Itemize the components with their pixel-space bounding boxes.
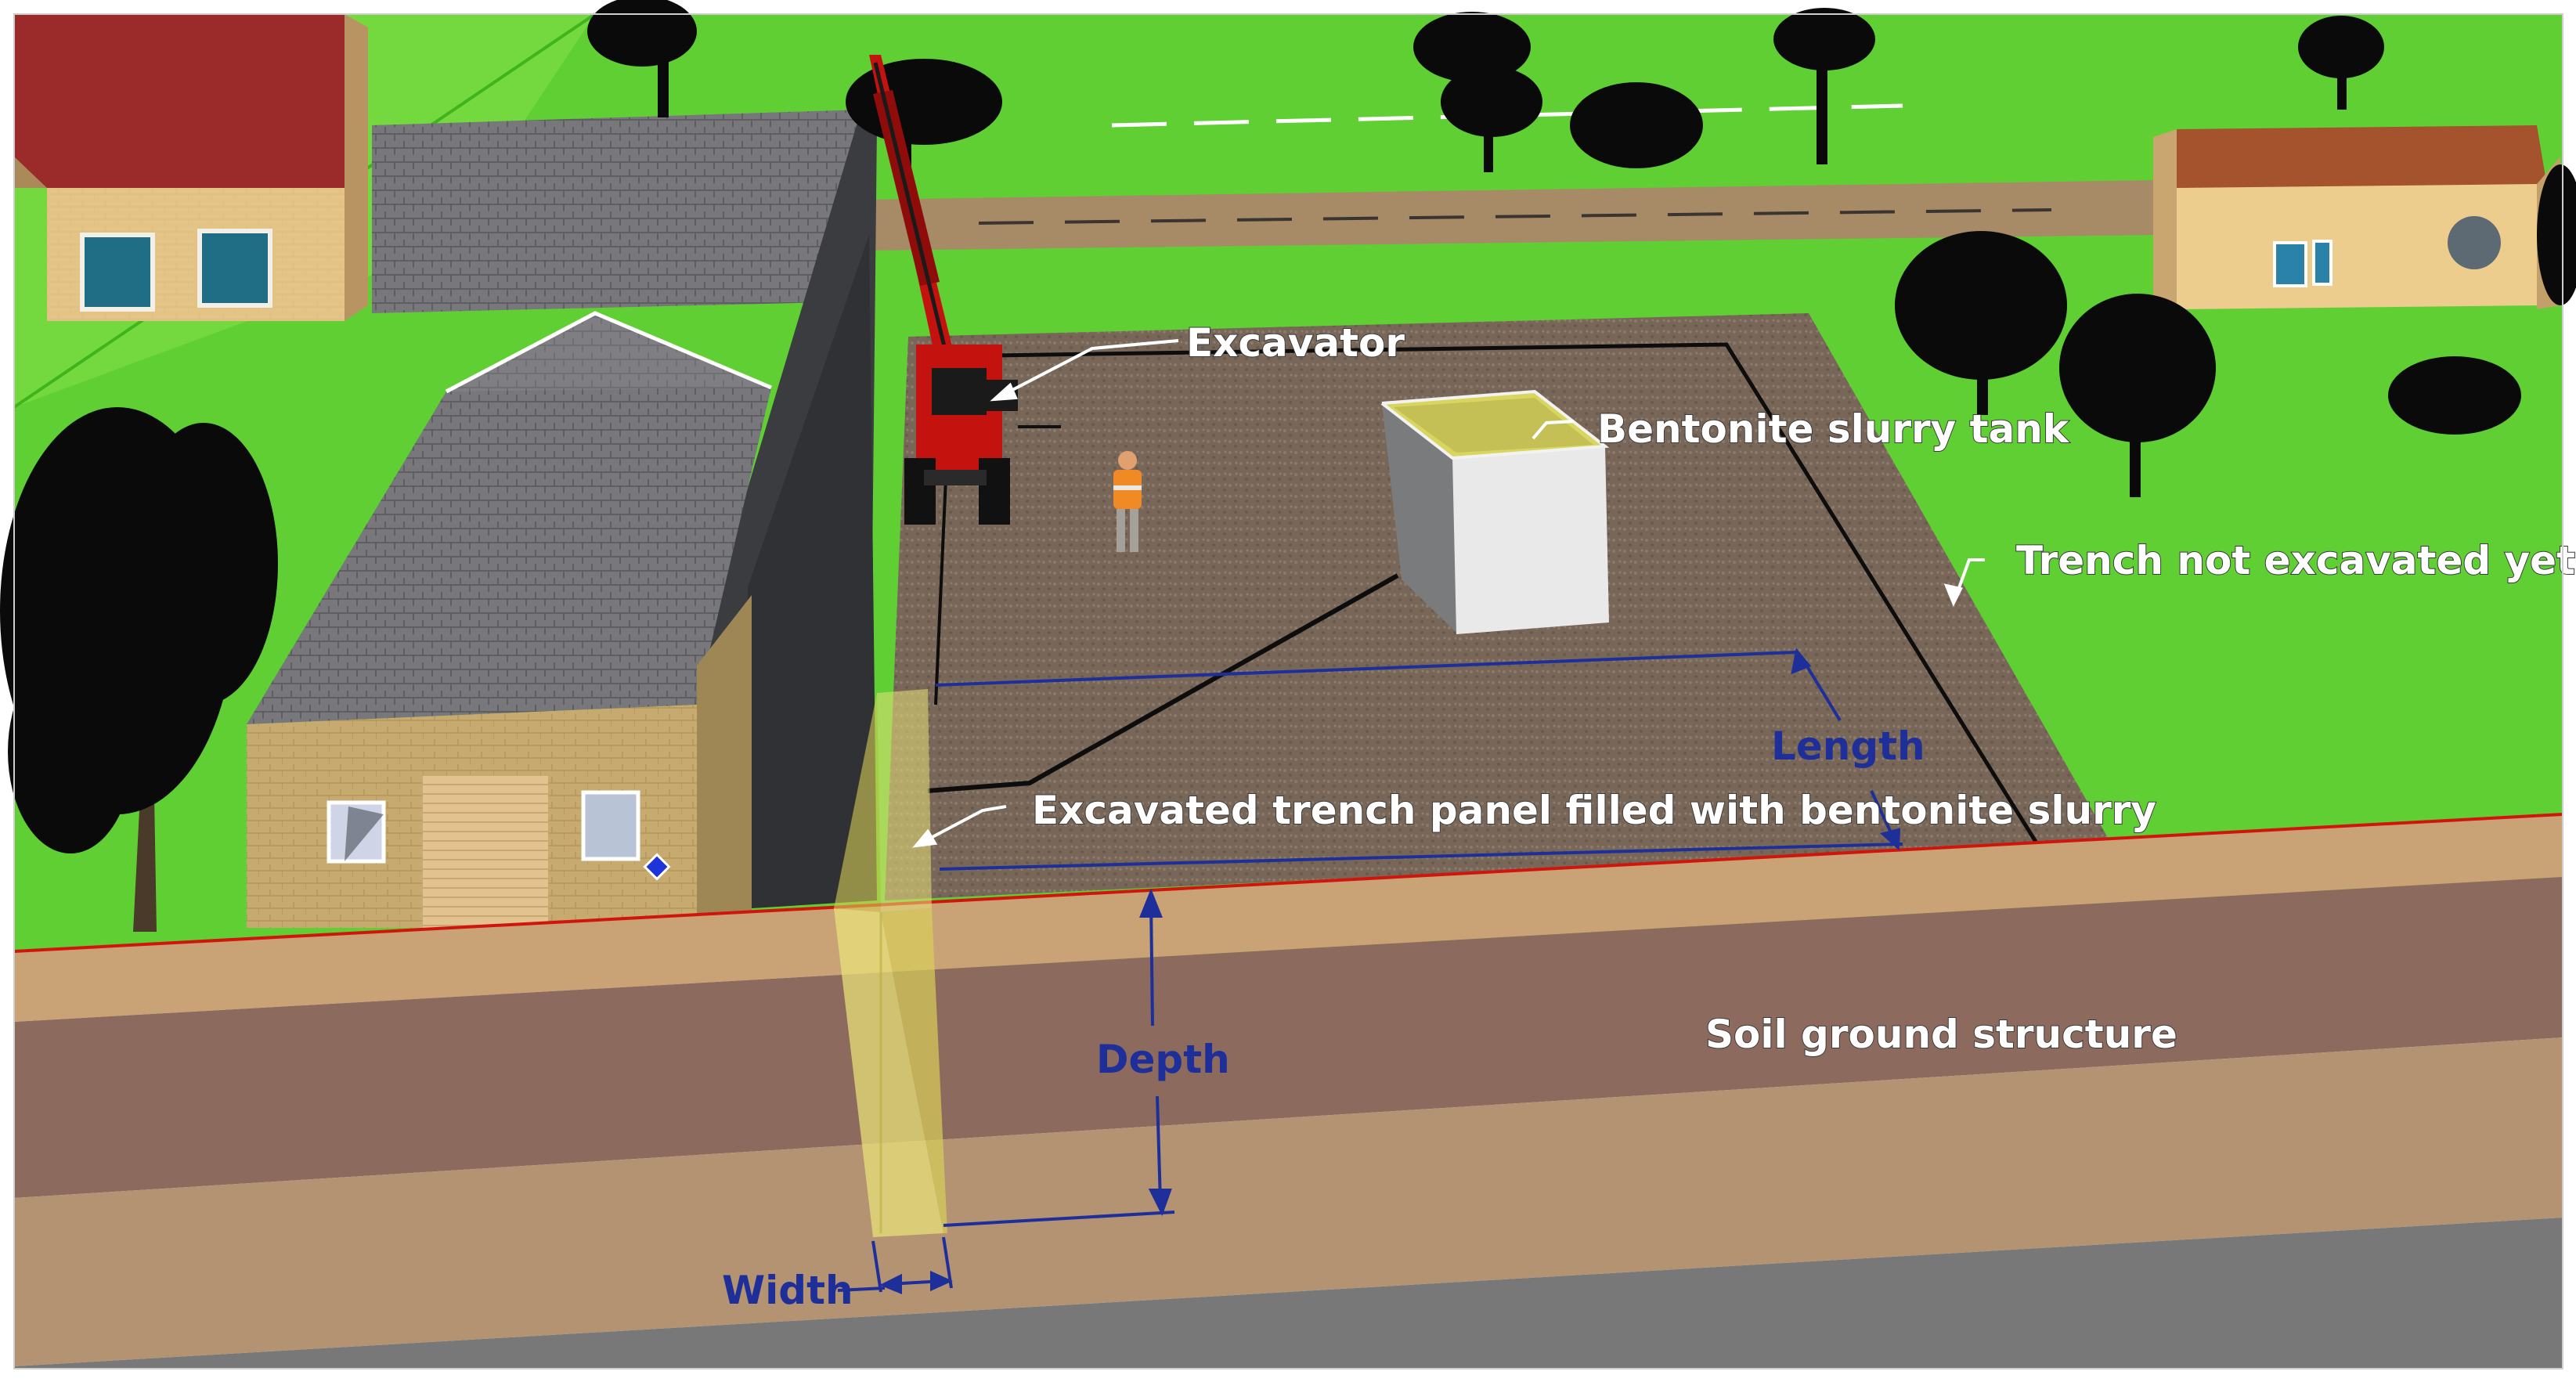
dimension-lines [837, 648, 1903, 1294]
depth-arrow-top [1139, 888, 1163, 918]
excavator [869, 55, 1061, 525]
excavator-pointer [994, 339, 1179, 401]
worker-figure [1113, 451, 1142, 552]
tree-top-1 [587, 0, 697, 117]
label-pointers [912, 339, 1985, 848]
length-dimension-line-bottom [939, 843, 1903, 871]
soil-layer-mid [14, 877, 2563, 1198]
label-depth: Depth [1096, 1037, 1230, 1082]
road-dark-dash-line [978, 208, 2052, 225]
image-frame [13, 13, 2563, 1369]
trench-panel [834, 689, 947, 1237]
tank-pointer [1532, 420, 1575, 440]
tree-top-3 [1413, 12, 1542, 172]
label-soil: Soil ground structure [1705, 1012, 2177, 1057]
length-arrow-top [1791, 648, 1812, 675]
length-dimension-line-top [935, 651, 1798, 687]
house-top-right [2153, 125, 2560, 309]
tree-right-3 [2388, 356, 2521, 435]
label-trench-not-excavated: Trench not excavated yet [2016, 538, 2575, 583]
label-length: Length [1771, 723, 1925, 769]
slurry-hose [927, 573, 1399, 793]
width-tick-right [942, 1236, 953, 1289]
soil-layer-low [14, 1037, 2563, 1366]
label-panel: Excavated trench panel filled with bento… [1032, 788, 2156, 833]
width-leader [837, 1286, 886, 1292]
trees [0, 0, 2576, 932]
house-left [247, 311, 772, 928]
blue-marker-icon [643, 853, 671, 881]
length-arrow-bottom [1879, 828, 1901, 851]
label-width: Width [722, 1268, 853, 1313]
depth-arrow-shaft-top [1149, 900, 1154, 1027]
panel-pointer [915, 805, 1007, 847]
slurry-tank [1380, 389, 1610, 634]
width-arrow-left [879, 1273, 902, 1294]
depth-arrow-bottom [1148, 1189, 1172, 1217]
tree-right-4 [2537, 164, 2576, 305]
tree-right-1 [1895, 231, 2067, 415]
label-slurry-tank: Bentonite slurry tank [1597, 406, 2070, 452]
tree-top-4 [1570, 82, 1703, 168]
depth-arrow-shaft-bottom [1156, 1095, 1162, 1203]
soil-layer-base [14, 1218, 2563, 1369]
house-top-left [14, 14, 368, 321]
tree-top-5 [1773, 8, 1875, 164]
tree-right-2 [2059, 294, 2216, 497]
trench-guide-line [939, 342, 2038, 843]
ground-surface-line [13, 813, 2563, 953]
soil-layer-top [14, 814, 2563, 1022]
road-dash-line [1111, 103, 1903, 128]
width-arrow-right [930, 1270, 953, 1292]
tree-top-6 [2298, 16, 2384, 110]
tree-left [0, 407, 278, 932]
depth-line-bottom [943, 1211, 1175, 1227]
width-tick-left [871, 1240, 882, 1293]
label-excavator: Excavator [1186, 320, 1405, 366]
